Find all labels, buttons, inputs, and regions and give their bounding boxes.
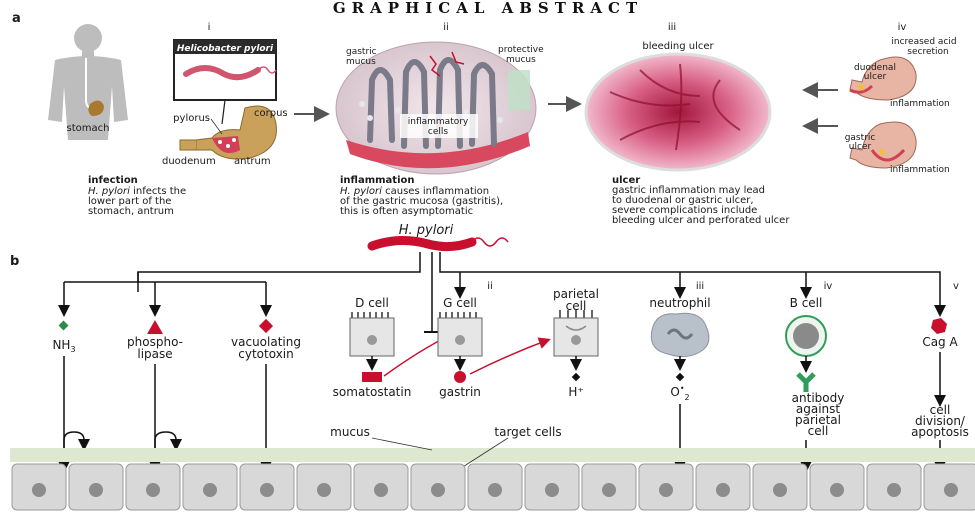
- vacuolating-label-2: cytotoxin: [238, 347, 293, 361]
- panel-b-label: b: [10, 254, 19, 269]
- panel-b-roman-i: i: [137, 281, 140, 292]
- target-cell: [867, 464, 921, 510]
- gastric-mucus-label-1: gastric: [346, 47, 377, 57]
- corpus-label: corpus: [254, 108, 288, 119]
- phospholipase-triangle-icon: [147, 320, 163, 334]
- b-cell-label: B cell: [790, 296, 823, 310]
- protective-mucus-label-2: mucus: [506, 55, 536, 65]
- hp-box-pointer: [222, 100, 225, 124]
- svg-text:stomach, antrum: stomach, antrum: [88, 206, 174, 217]
- inflammation-bottom-label: inflammation: [890, 165, 950, 175]
- target-cell: [696, 464, 750, 510]
- cag-a-label: Cag A: [922, 335, 958, 349]
- panel-a-label: a: [12, 11, 21, 26]
- protective-mucus-label-1: protective: [498, 45, 544, 55]
- gastric-mucus-label-2: mucus: [346, 57, 376, 67]
- page-title: GRAPHICAL ABSTRACT: [333, 0, 643, 17]
- somatostatin-label: somatostatin: [333, 385, 412, 399]
- antibody-icon: [798, 374, 814, 392]
- target-cell: [525, 464, 579, 510]
- target-cell: [69, 464, 123, 510]
- gastrin-dot-icon: [454, 371, 466, 383]
- target-cell: [183, 464, 237, 510]
- panel-b-roman-v: v: [953, 281, 959, 292]
- panel-a-roman-iv: iv: [898, 22, 907, 33]
- mucus-layer: [10, 448, 975, 462]
- target-cell: [411, 464, 465, 510]
- target-cell: [639, 464, 693, 510]
- superoxide-label: O•2: [670, 384, 689, 402]
- panel-b-roman-ii: ii: [487, 281, 493, 292]
- target-cell: [924, 464, 975, 510]
- cell-division-label-3: apoptosis: [911, 425, 969, 439]
- g-cell-label: G cell: [443, 296, 477, 310]
- svg-text:inflammation: inflammation: [340, 175, 415, 186]
- pylorus-label: pylorus: [173, 113, 210, 124]
- target-cell: [468, 464, 522, 510]
- target-cell: [12, 464, 66, 510]
- svg-text:infection: infection: [88, 175, 138, 186]
- mucus-label: mucus: [330, 425, 370, 439]
- panel-a-roman-ii: ii: [443, 22, 449, 33]
- target-cell: [297, 464, 351, 510]
- nh3-marker-icon: [59, 321, 69, 331]
- target-cell: [240, 464, 294, 510]
- gastrin-label: gastrin: [439, 385, 481, 399]
- hpylori-bacterium-icon: [372, 238, 508, 247]
- inflammatory-cells-label-1: inflammatory: [408, 117, 469, 127]
- panel-b-roman-iv: iv: [824, 281, 833, 292]
- h-plus-label: H⁺: [568, 385, 583, 399]
- svg-text:this is often asymptomatic: this is often asymptomatic: [340, 206, 473, 217]
- stomach-label: stomach: [67, 123, 110, 134]
- panel-a-roman-iii: iii: [668, 22, 676, 33]
- caption-infection: infection H. pylori infects the lower pa…: [88, 175, 186, 217]
- duodenal-ulcer-star-icon: ★: [856, 80, 867, 94]
- somatostatin-rect-icon: [362, 372, 382, 382]
- target-cell: [126, 464, 180, 510]
- panel-a-roman-i: i: [208, 22, 211, 33]
- increased-acid-label-2: secretion: [907, 47, 948, 57]
- bleeding-ulcer-illustration: [586, 54, 770, 170]
- duodenal-ulcer-label-2: ulcer: [864, 72, 887, 82]
- vacuolating-diamond-icon: [259, 319, 273, 333]
- hp-box-title: Helicobacter pylori: [177, 44, 274, 54]
- g-cell-icon: [438, 312, 482, 356]
- svg-text:bleeding ulcer and perforated: bleeding ulcer and perforated ulcer: [612, 215, 790, 226]
- gastric-ulcer-label-2: ulcer: [849, 142, 872, 152]
- inflammation-top-label: inflammation: [890, 99, 950, 109]
- h-plus-marker-icon: [572, 373, 580, 381]
- bleeding-ulcer-label: bleeding ulcer: [642, 41, 714, 52]
- duodenum-label: duodenum: [162, 156, 216, 167]
- b-cell-icon: [786, 316, 826, 356]
- o2-marker-icon: [676, 373, 684, 381]
- hpylori-title: H. pylori: [399, 223, 454, 238]
- parietal-cell-icon: [554, 310, 598, 356]
- gastric-ulcer-star-icon: ★: [877, 145, 888, 159]
- antibody-label-4: cell: [808, 424, 829, 438]
- caption-inflammation: inflammation H. pylori causes inflammati…: [340, 175, 503, 217]
- increased-acid-label-1: increased acid: [891, 37, 956, 47]
- target-cells-label: target cells: [494, 425, 561, 439]
- caption-ulcer: ulcer gastric inflammation may lead to d…: [612, 175, 790, 226]
- phospholipase-label-2: lipase: [137, 347, 172, 361]
- antrum-label: antrum: [234, 156, 271, 167]
- d-cell-label: D cell: [355, 296, 389, 310]
- neutrophil-icon: [651, 313, 709, 356]
- target-cell: [753, 464, 807, 510]
- d-cell-icon: [350, 312, 394, 356]
- neutrophil-label: neutrophil: [649, 296, 710, 310]
- hp-box: Helicobacter pylori: [174, 40, 276, 100]
- cag-a-hexagon-icon: [931, 318, 947, 334]
- inflammatory-cells-label-2: cells: [428, 127, 448, 137]
- target-cell: [354, 464, 408, 510]
- target-cell: [810, 464, 864, 510]
- target-cell-row: [12, 464, 975, 510]
- target-cell: [582, 464, 636, 510]
- panel-b-roman-iii: iii: [696, 281, 704, 292]
- nh3-label: NH3: [52, 338, 75, 354]
